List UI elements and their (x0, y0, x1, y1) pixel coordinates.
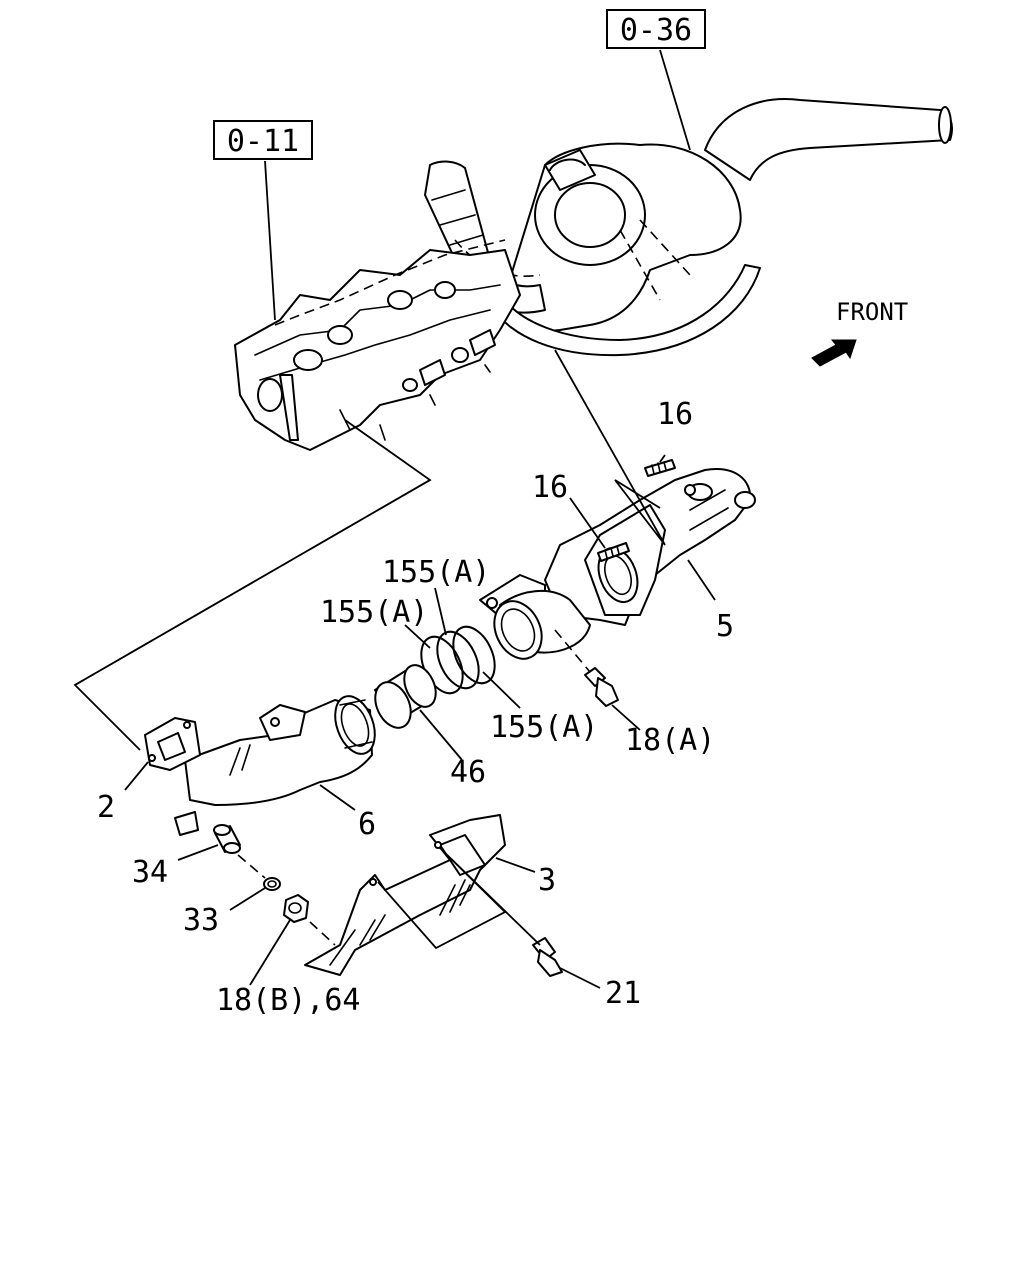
part-16-stud-lower (597, 542, 630, 562)
shield-bolt-lines (377, 847, 541, 950)
callout-21: 21 (605, 976, 641, 1011)
callout-34: 34 (132, 855, 168, 890)
leader-155a-3 (482, 671, 521, 709)
part-33-washer (263, 877, 281, 891)
assembly-line-turbo-to-5 (554, 349, 666, 546)
callout-3: 3 (538, 863, 556, 898)
part-18a-bolt (584, 667, 619, 707)
leader-3 (495, 857, 536, 873)
leader-16-lower (569, 497, 606, 549)
callout-6: 6 (358, 807, 376, 842)
front-label: FRONT (836, 298, 908, 326)
part-21-bolt (532, 937, 563, 977)
part-2-gasket (144, 717, 201, 771)
front-arrow-icon (811, 339, 857, 367)
leader-21 (559, 967, 601, 989)
leader-34 (177, 844, 219, 861)
spacer-dash (237, 854, 266, 879)
reference-turbo-leader (659, 49, 691, 151)
callout-labels: 16 16 5 155(A) 155(A) 155(A) 18(A) 46 2 … (97, 397, 734, 1018)
part-5-pipe (479, 468, 756, 660)
callout-155a-3: 155(A) (490, 710, 598, 745)
leader-5 (687, 559, 716, 601)
part-46-sleeve (374, 664, 437, 729)
part-6-pipe (174, 695, 376, 836)
callout-5: 5 (716, 609, 734, 644)
callout-18a: 18(A) (625, 723, 715, 758)
callout-16-lower: 16 (532, 470, 568, 505)
assembly-centerline (74, 479, 431, 686)
reference-head-leader (264, 160, 276, 321)
part-3-heat-shield (304, 814, 506, 976)
part-34-spacer (213, 824, 241, 854)
reference-box-head: 0-11 (213, 120, 313, 160)
reference-head-text: 0-11 (227, 124, 299, 159)
reference-box-turbo: 0-36 (606, 9, 706, 49)
callout-155a-2: 155(A) (320, 595, 428, 630)
bolt-18a-dash (554, 629, 591, 673)
part-16-stud-upper (644, 459, 676, 477)
leader-2 (124, 761, 149, 791)
callout-18b-64: 18(B),64 (216, 983, 361, 1018)
callout-33: 33 (183, 903, 219, 938)
front-indicator: FRONT (811, 298, 908, 367)
turbocharger-assembly (424, 98, 953, 357)
cylinder-head (234, 239, 521, 451)
callout-2: 2 (97, 790, 115, 825)
callout-46: 46 (450, 755, 486, 790)
leader-155a-2 (404, 624, 431, 649)
leader-155a-1 (434, 587, 447, 636)
part-18b-nut (283, 894, 309, 923)
reference-turbo-text: 0-36 (620, 13, 692, 48)
leader-18b-64 (249, 919, 291, 986)
leader-46 (419, 709, 463, 761)
leader-16-upper (659, 454, 666, 463)
leader-33 (229, 887, 266, 911)
leader-6 (319, 784, 356, 811)
callout-16-upper: 16 (657, 397, 693, 432)
leader-18a (611, 704, 641, 731)
callout-155a-1: 155(A) (382, 555, 490, 590)
nut-dash (309, 921, 336, 946)
